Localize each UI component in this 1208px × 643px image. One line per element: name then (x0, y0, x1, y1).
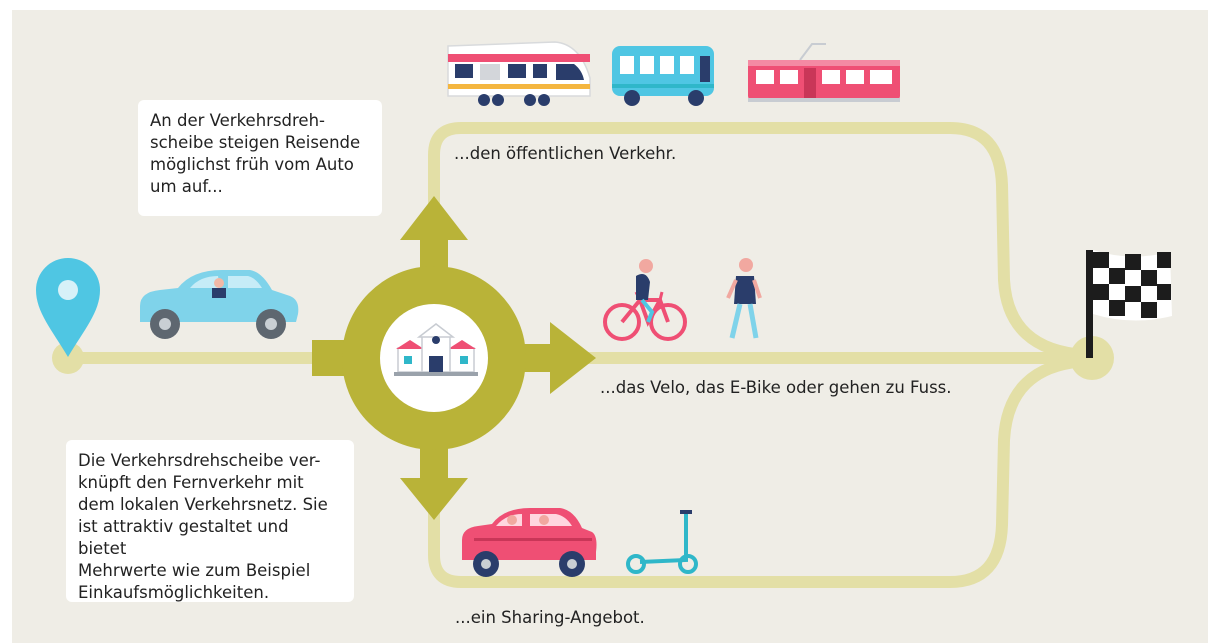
arrow-right (500, 322, 596, 394)
car-icon (140, 270, 299, 339)
station-icon (394, 323, 478, 376)
scooter-icon (626, 510, 698, 574)
start-point (52, 342, 84, 374)
route-label-velo: ...das Velo, das E-Bike oder gehen zu Fu… (600, 378, 952, 397)
route-label-public-transport: ...den öffentlichen Verkehr. (454, 144, 677, 163)
location-pin-icon (36, 258, 100, 357)
upper-route-path (428, 122, 1091, 361)
pedestrian-icon (726, 258, 762, 339)
arrow-down (400, 430, 468, 520)
speech-bubble-top: An der Verkehrsdreh- scheibe steigen Rei… (138, 100, 382, 216)
sharing-car-icon (462, 508, 597, 577)
arrow-up (400, 196, 468, 290)
speech-bubble-bottom: Die Verkehrsdrehscheibe ver- knüpft den … (66, 440, 354, 602)
bicycle-icon (603, 259, 687, 341)
bus-icon (612, 46, 714, 106)
route-label-sharing: ...ein Sharing-Angebot. (455, 608, 645, 627)
tram-icon (748, 43, 900, 102)
lower-route-path (428, 355, 1091, 588)
train-icon (447, 41, 591, 106)
finish-flag-icon (1086, 250, 1172, 358)
